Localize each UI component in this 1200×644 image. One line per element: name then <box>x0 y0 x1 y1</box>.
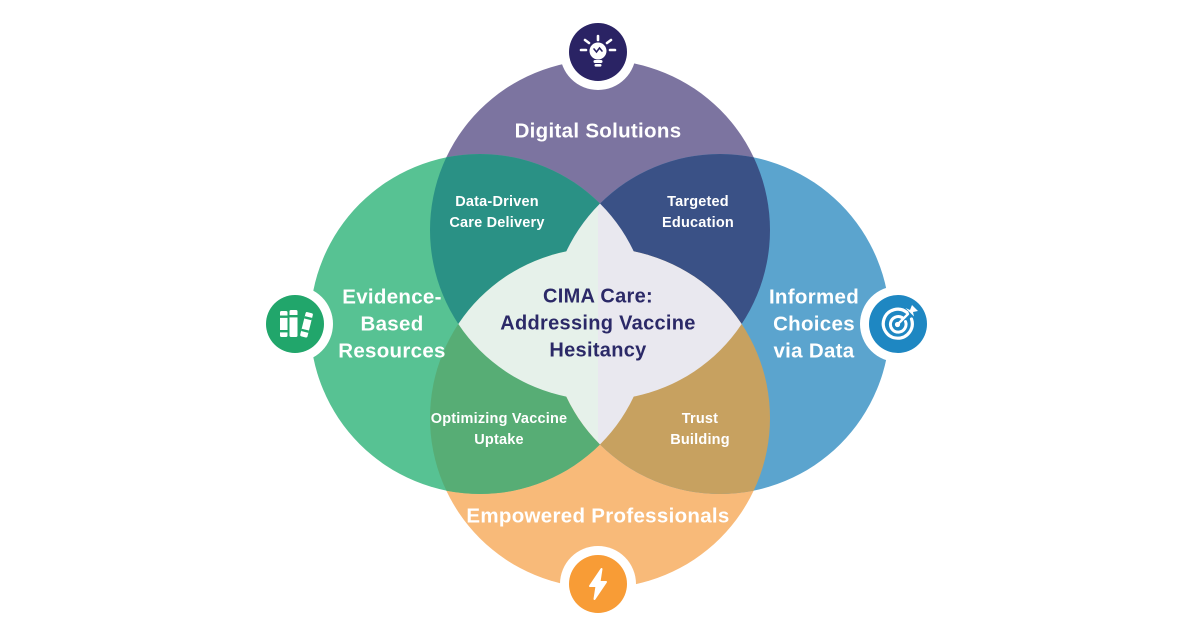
digital-solutions-badge <box>560 14 636 90</box>
empowered-professionals-badge <box>560 546 636 622</box>
lightning-icon <box>589 568 607 600</box>
informed-choices-badge <box>860 286 936 362</box>
lightbulb-icon <box>579 34 617 67</box>
books-icon <box>280 310 313 338</box>
center-region-vertical-lens <box>430 248 770 400</box>
evidence-based-badge <box>257 286 333 362</box>
target-icon <box>881 305 918 340</box>
